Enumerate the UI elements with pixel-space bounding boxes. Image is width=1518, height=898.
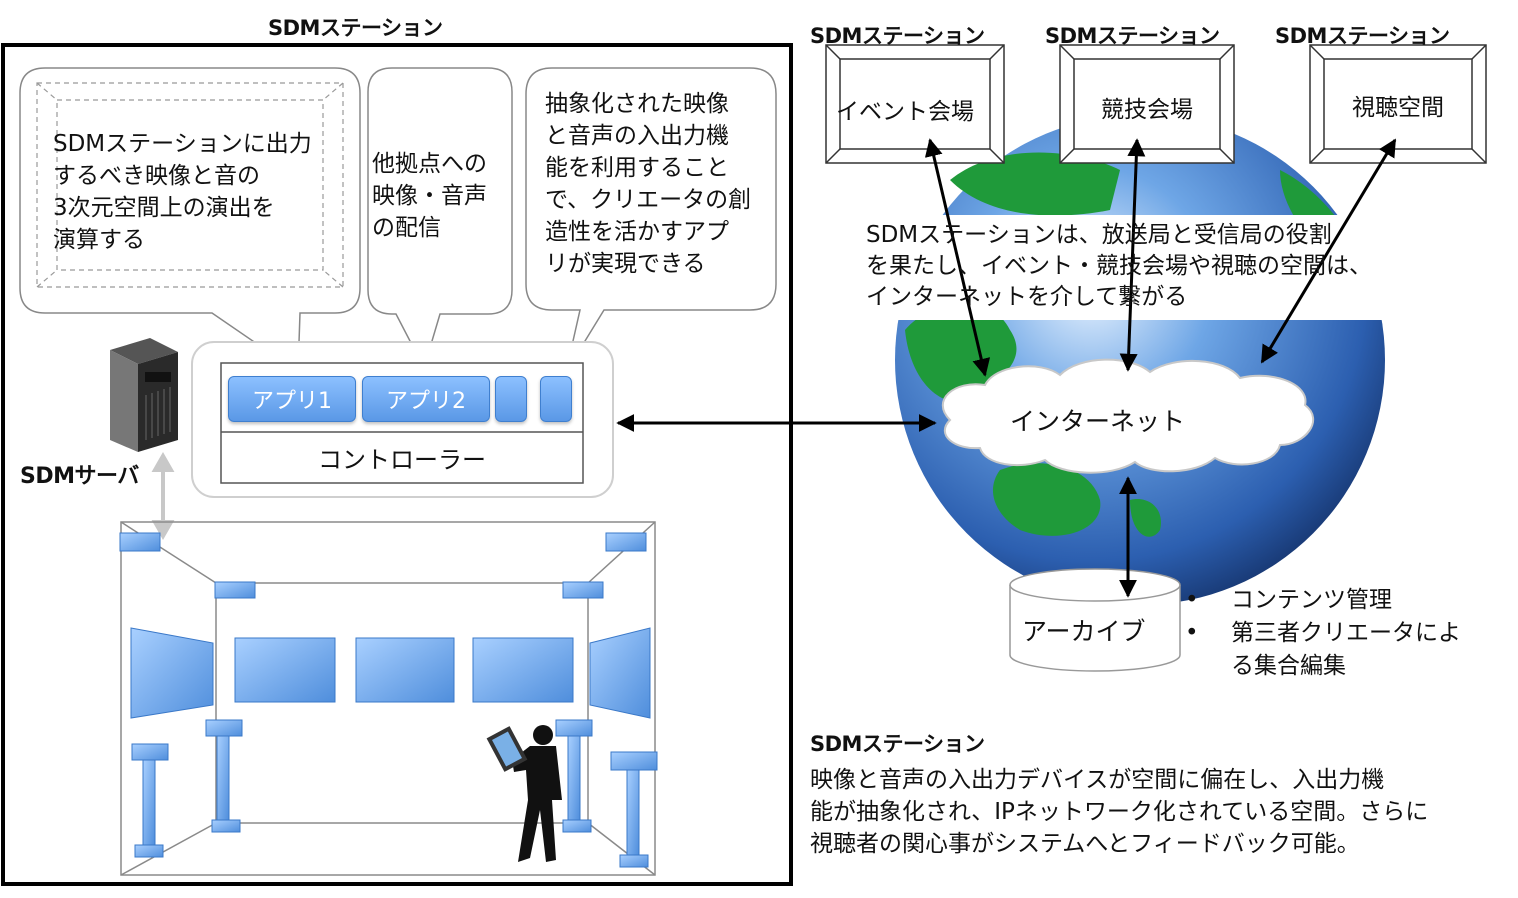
archive-cylinder bbox=[1009, 568, 1181, 672]
app3-button[interactable] bbox=[495, 376, 527, 422]
room-outline bbox=[120, 521, 656, 876]
bubble-line: 造性を活かすアプ bbox=[545, 219, 729, 245]
bubble-line: で、クリエータの創 bbox=[545, 187, 752, 213]
venue-header-viewing: SDMステーション bbox=[1275, 24, 1450, 48]
bubble-line: 抽象化された映像 bbox=[545, 91, 729, 117]
person-with-tablet-icon bbox=[486, 725, 562, 862]
archive-bullets: •コンテンツ管理 •第三者クリエータによ る集合編集 bbox=[1185, 584, 1461, 683]
server-link-arrow bbox=[151, 451, 175, 541]
server-label: SDMサーバ bbox=[20, 464, 139, 489]
app2-button[interactable]: アプリ2 bbox=[362, 376, 490, 422]
globe-note-line: を果たし、イベント・競技会場や視聴の空間は、 bbox=[866, 253, 1372, 279]
bubble-distribution-text: 他拠点への 映像・音声 の配信 bbox=[372, 148, 487, 244]
definition-line: 視聴者の関心事がシステムへとフィードバック可能。 bbox=[810, 831, 1360, 857]
bubble-compute-text: SDMステーションに出力 するべき映像と音の 3次元空間上の演出を 演算する bbox=[53, 128, 312, 256]
room-devices bbox=[119, 532, 658, 868]
bubble-line: と音声の入出力機 bbox=[545, 123, 729, 149]
venue-header-sports: SDMステーション bbox=[1045, 24, 1220, 48]
speech-bubbles bbox=[19, 67, 777, 374]
bubble-line: 他拠点への bbox=[372, 151, 487, 177]
controller-label: コントローラー bbox=[318, 446, 486, 474]
bullet-text: る集合編集 bbox=[1231, 653, 1346, 679]
app4-button[interactable] bbox=[540, 376, 572, 422]
definition-body: 映像と音声の入出力デバイスが空間に偏在し、入出力機 能が抽象化され、IPネットワ… bbox=[810, 764, 1428, 860]
station-frame bbox=[1, 43, 793, 886]
bullet-text: 第三者クリエータによ bbox=[1231, 620, 1461, 646]
venue-sports: 競技会場 bbox=[1101, 97, 1193, 123]
globe bbox=[895, 115, 1385, 605]
bubble-line: の配信 bbox=[372, 215, 441, 241]
app1-button[interactable]: アプリ1 bbox=[228, 376, 356, 422]
archive-label: アーカイブ bbox=[1022, 617, 1146, 646]
venue-event: イベント会場 bbox=[836, 99, 974, 125]
archive-bullet-item: •コンテンツ管理 bbox=[1185, 587, 1392, 613]
bubble-line: 3次元空間上の演出を bbox=[53, 195, 275, 221]
bubble-line: 映像・音声 bbox=[372, 183, 487, 209]
globe-note: SDMステーションは、放送局と受信局の役割 を果たし、イベント・競技会場や視聴の… bbox=[866, 220, 1372, 313]
definition-title: SDMステーション bbox=[810, 732, 985, 756]
archive-bullet-item: る集合編集 bbox=[1185, 650, 1461, 683]
internet-cloud bbox=[942, 358, 1315, 474]
venue-header-event: SDMステーション bbox=[810, 24, 985, 48]
bubble-line: SDMステーションに出力 bbox=[53, 131, 312, 157]
archive-bullet-item: •第三者クリエータによ bbox=[1185, 620, 1461, 646]
connection-arrows bbox=[616, 138, 1397, 598]
bullet-text: コンテンツ管理 bbox=[1231, 587, 1392, 613]
bubble-line: するべき映像と音の bbox=[53, 163, 260, 189]
bubble-line: 演算する bbox=[53, 227, 145, 253]
globe-note-line: インターネットを介して繋がる bbox=[866, 284, 1188, 310]
dashed-frame bbox=[36, 82, 344, 288]
server-tower-icon bbox=[110, 338, 178, 452]
bubble-line: 能を利用すること bbox=[545, 155, 729, 181]
bubble-line: リが実現できる bbox=[545, 251, 706, 277]
bubble-apps-text: 抽象化された映像 と音声の入出力機 能を利用すること で、クリエータの創 造性を… bbox=[545, 88, 751, 280]
definition-line: 能が抽象化され、IPネットワーク化されている空間。さらに bbox=[810, 799, 1429, 825]
internet-label: インターネット bbox=[1010, 407, 1186, 436]
globe-note-line: SDMステーションは、放送局と受信局の役割 bbox=[866, 222, 1332, 248]
venue-viewing: 視聴空間 bbox=[1352, 95, 1444, 121]
definition-line: 映像と音声の入出力デバイスが空間に偏在し、入出力機 bbox=[810, 767, 1385, 793]
left-station-title: SDMステーション bbox=[268, 16, 443, 40]
